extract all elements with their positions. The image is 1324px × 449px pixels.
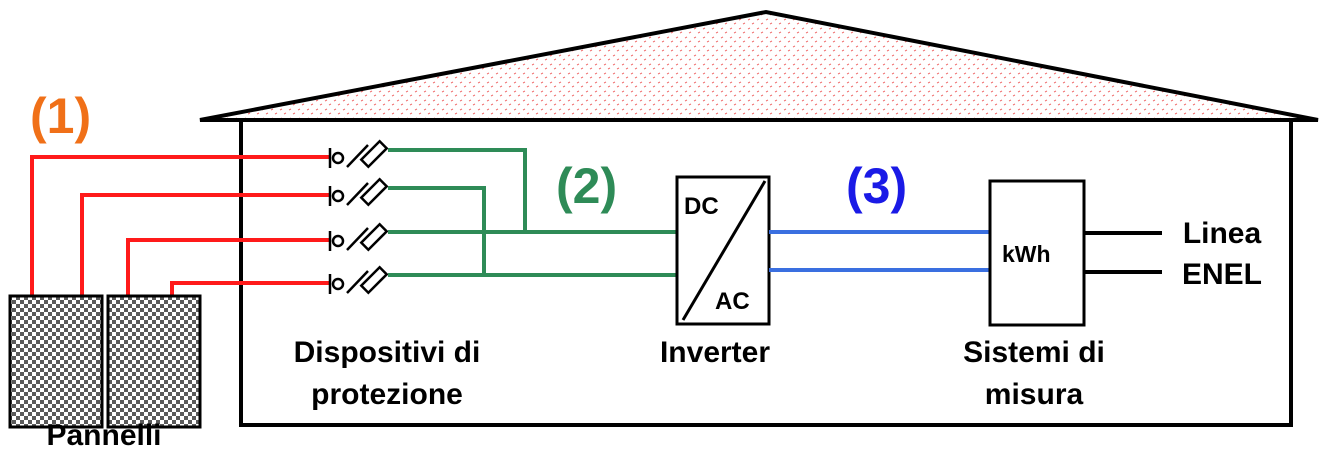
house-outline (239, 118, 1293, 427)
string-wire-4 (170, 281, 330, 296)
inverter-ac-label: AC (715, 288, 750, 315)
meter-label-line2: misura (985, 378, 1084, 411)
ac-wires (769, 230, 990, 272)
label-dc-bus: (2) (556, 158, 617, 214)
label-dc-string: (1) (30, 88, 91, 144)
roof (199, 9, 1319, 122)
grid-wires (1084, 231, 1162, 274)
grid-label-line1: Linea (1183, 217, 1262, 250)
string-wire-1 (30, 155, 330, 296)
meter-label-line1: Sistemi di (963, 336, 1105, 369)
panels-label: Pannelli (46, 419, 161, 449)
label-ac-line: (3) (846, 158, 907, 214)
meter-box (988, 179, 1086, 327)
panel-left (8, 294, 104, 429)
meter-unit-label: kWh (1002, 241, 1051, 267)
protection-label-line1: Dispositivi di (294, 336, 481, 369)
dc-bus-wires (388, 148, 677, 277)
string-wire-3 (126, 238, 330, 296)
grid-label-line2: ENEL (1182, 258, 1262, 291)
protection-device-4 (328, 265, 389, 295)
dc-string-wires (30, 155, 330, 296)
panel-right (106, 294, 202, 429)
protection-device-3 (328, 222, 389, 252)
inverter-label: Inverter (660, 336, 770, 369)
inverter (675, 175, 771, 326)
protection-label-line2: protezione (311, 378, 463, 411)
solar-panels (8, 294, 202, 429)
inverter-dc-label: DC (684, 193, 719, 220)
string-wire-2 (80, 193, 330, 296)
protection-devices (328, 139, 389, 295)
bus-wire-1 (388, 148, 677, 234)
protection-device-2 (328, 177, 389, 207)
protection-device-1 (328, 139, 389, 169)
inverter-diagonal (681, 180, 767, 321)
